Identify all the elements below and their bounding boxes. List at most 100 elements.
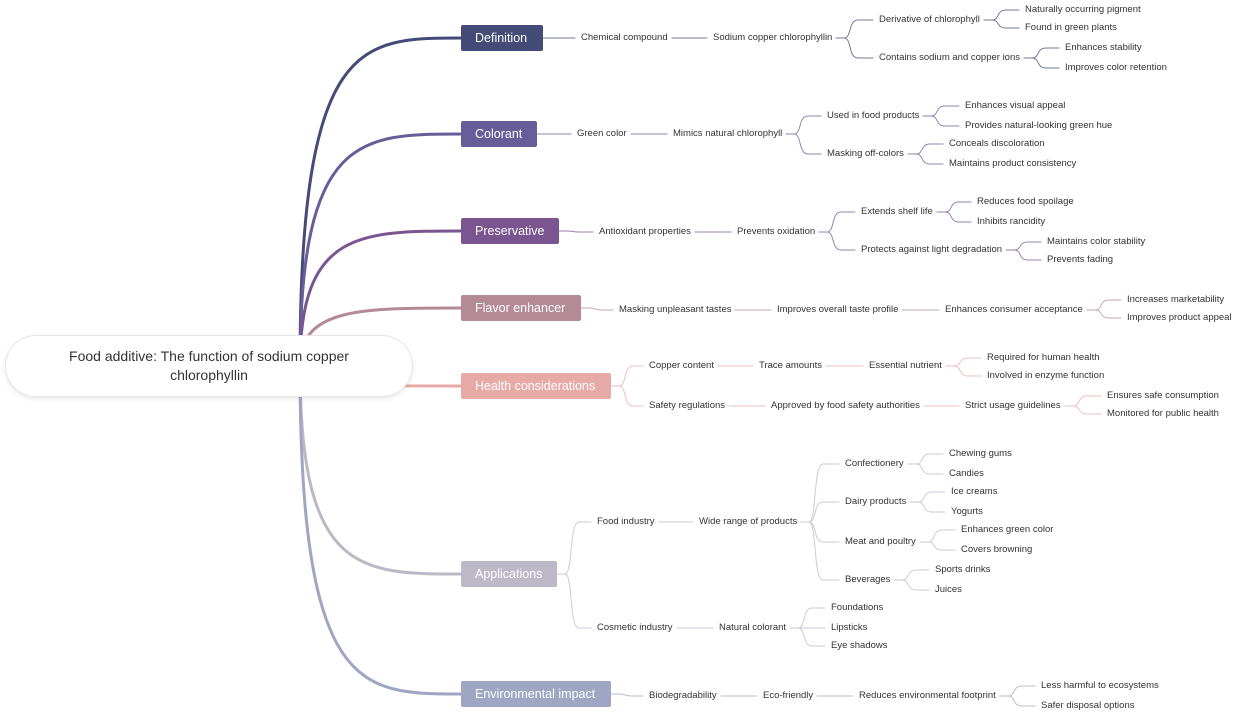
root-to-category-line (298, 229, 463, 368)
node-app-a-1[interactable]: Wide range of products (699, 516, 798, 527)
branch-line (907, 463, 944, 475)
node-env-3-2[interactable]: Safer disposal options (1041, 700, 1135, 711)
branch-line (610, 365, 644, 387)
node-hea-b-1[interactable]: Approved by food safety authorities (771, 400, 920, 411)
node-def-3b-2[interactable]: Improves color retention (1065, 62, 1167, 73)
node-hea-b-2[interactable]: Strict usage guidelines (965, 400, 1061, 411)
branch-line (983, 9, 1020, 21)
node-col-3b-1[interactable]: Conceals discoloration (949, 138, 1045, 149)
branch-line (610, 693, 644, 697)
branch-line (835, 19, 874, 39)
node-app-a-1b-2[interactable]: Yogurts (951, 506, 983, 517)
node-app-a-1a[interactable]: Confectionery (845, 458, 904, 469)
branch-line (1005, 241, 1042, 251)
node-fla-3-1[interactable]: Increases marketability (1127, 294, 1225, 305)
category-node-health-considerations[interactable]: Health considerations (461, 373, 611, 399)
node-def-2[interactable]: Sodium copper chlorophyllin (713, 32, 833, 43)
branch-line (922, 105, 960, 117)
node-col-3b[interactable]: Masking off-colors (827, 148, 904, 159)
category-node-definition[interactable]: Definition (461, 25, 543, 51)
branch-line (800, 521, 840, 581)
node-hea-a-2a[interactable]: Required for human health (987, 352, 1100, 363)
node-def-3b[interactable]: Contains sodium and copper ions (879, 52, 1021, 63)
node-pre-3b-2[interactable]: Prevents fading (1047, 254, 1114, 265)
node-env-2[interactable]: Eco-friendly (763, 690, 814, 701)
branch-line (580, 307, 614, 311)
node-fla-3[interactable]: Enhances consumer acceptance (945, 304, 1083, 315)
branch-line (556, 521, 592, 575)
branch-line (818, 211, 856, 233)
node-def-3a-2[interactable]: Found in green plants (1025, 22, 1117, 33)
node-hea-a-2b[interactable]: Involved in enzyme function (987, 370, 1105, 381)
branch-line (610, 385, 644, 407)
node-hea-a-2[interactable]: Essential nutrient (869, 360, 942, 371)
node-fla-1[interactable]: Masking unpleasant tastes (619, 304, 732, 315)
node-app-a-1b-1[interactable]: Ice creams (951, 486, 998, 497)
node-col-3a-2[interactable]: Provides natural-looking green hue (965, 120, 1113, 131)
branch-line (919, 541, 956, 551)
node-hea-b[interactable]: Safety regulations (649, 400, 726, 411)
node-hea-a[interactable]: Copper content (649, 360, 714, 371)
node-hea-a-1[interactable]: Trace amounts (759, 360, 823, 371)
node-pre-3a-1[interactable]: Reduces food spoilage (977, 196, 1074, 207)
node-app-b-1b[interactable]: Lipsticks (831, 622, 868, 633)
node-col-1[interactable]: Green color (577, 128, 627, 139)
category-node-applications[interactable]: Applications (461, 561, 557, 587)
node-app-a-1a-1[interactable]: Chewing gums (949, 448, 1012, 459)
branch-line (800, 501, 840, 523)
node-def-3a[interactable]: Derivative of chlorophyll (879, 14, 980, 25)
node-app-b-1c[interactable]: Eye shadows (831, 640, 888, 651)
node-env-3-1[interactable]: Less harmful to ecosystems (1041, 680, 1159, 691)
node-pre-3a[interactable]: Extends shelf life (861, 206, 933, 217)
branch-line (785, 133, 822, 155)
node-col-3a-1[interactable]: Enhances visual appeal (965, 100, 1066, 111)
root-to-category-line (298, 132, 463, 368)
category-node-environmental-impact[interactable]: Environmental impact (461, 681, 611, 707)
node-col-2[interactable]: Mimics natural chlorophyll (673, 128, 783, 139)
branch-line (983, 19, 1020, 29)
node-app-a-1a-2[interactable]: Candies (949, 468, 984, 479)
node-app-a-1c-2[interactable]: Covers browning (961, 544, 1033, 555)
branch-line (936, 201, 972, 213)
category-node-colorant[interactable]: Colorant (461, 121, 537, 147)
category-node-flavor-enhancer[interactable]: Flavor enhancer (461, 295, 581, 321)
node-hea-b-2b[interactable]: Monitored for public health (1107, 408, 1219, 419)
branch-line (999, 695, 1036, 707)
category-node-preservative[interactable]: Preservative (461, 218, 559, 244)
node-pre-2[interactable]: Prevents oxidation (737, 226, 816, 237)
branch-line (893, 579, 930, 591)
branch-line (1023, 47, 1060, 59)
branch-line (785, 115, 822, 135)
node-def-3b-1[interactable]: Enhances stability (1065, 42, 1142, 53)
node-app-a-1d-2[interactable]: Juices (935, 584, 962, 595)
node-app-a-1c-1[interactable]: Enhances green color (961, 524, 1054, 535)
node-app-b-1[interactable]: Natural colorant (719, 622, 787, 633)
node-pre-1[interactable]: Antioxidant properties (599, 226, 691, 237)
node-env-3[interactable]: Reduces environmental footprint (859, 690, 996, 701)
node-pre-3b-1[interactable]: Maintains color stability (1047, 236, 1146, 247)
node-app-b[interactable]: Cosmetic industry (597, 622, 673, 633)
node-app-b-1a[interactable]: Foundations (831, 602, 884, 613)
node-fla-2[interactable]: Improves overall taste profile (777, 304, 899, 315)
node-pre-3b[interactable]: Protects against light degradation (861, 244, 1003, 255)
node-hea-b-2a[interactable]: Ensures safe consumption (1107, 390, 1219, 401)
node-def-3a-1[interactable]: Naturally occurring pigment (1025, 4, 1141, 15)
root-node[interactable]: Food additive: The function of sodium co… (6, 336, 412, 396)
node-app-a-1c[interactable]: Meat and poultry (845, 536, 916, 547)
branch-line (909, 491, 946, 503)
node-col-3b-2[interactable]: Maintains product consistency (949, 158, 1077, 169)
branch-line (1064, 395, 1102, 407)
node-env-1[interactable]: Biodegradability (649, 690, 717, 701)
node-app-a-1d[interactable]: Beverages (845, 574, 891, 585)
node-fla-3-2[interactable]: Improves product appeal (1127, 312, 1232, 323)
node-app-a-1b[interactable]: Dairy products (845, 496, 907, 507)
node-col-3a[interactable]: Used in food products (827, 110, 920, 121)
root-to-category-line (298, 364, 463, 576)
node-app-a[interactable]: Food industry (597, 516, 655, 527)
node-def-1[interactable]: Chemical compound (581, 32, 668, 43)
branch-line (1086, 309, 1122, 319)
node-pre-3a-2[interactable]: Inhibits rancidity (977, 216, 1046, 227)
branch-line (893, 569, 930, 581)
node-app-a-1d-1[interactable]: Sports drinks (935, 564, 991, 575)
branch-line (818, 231, 856, 251)
